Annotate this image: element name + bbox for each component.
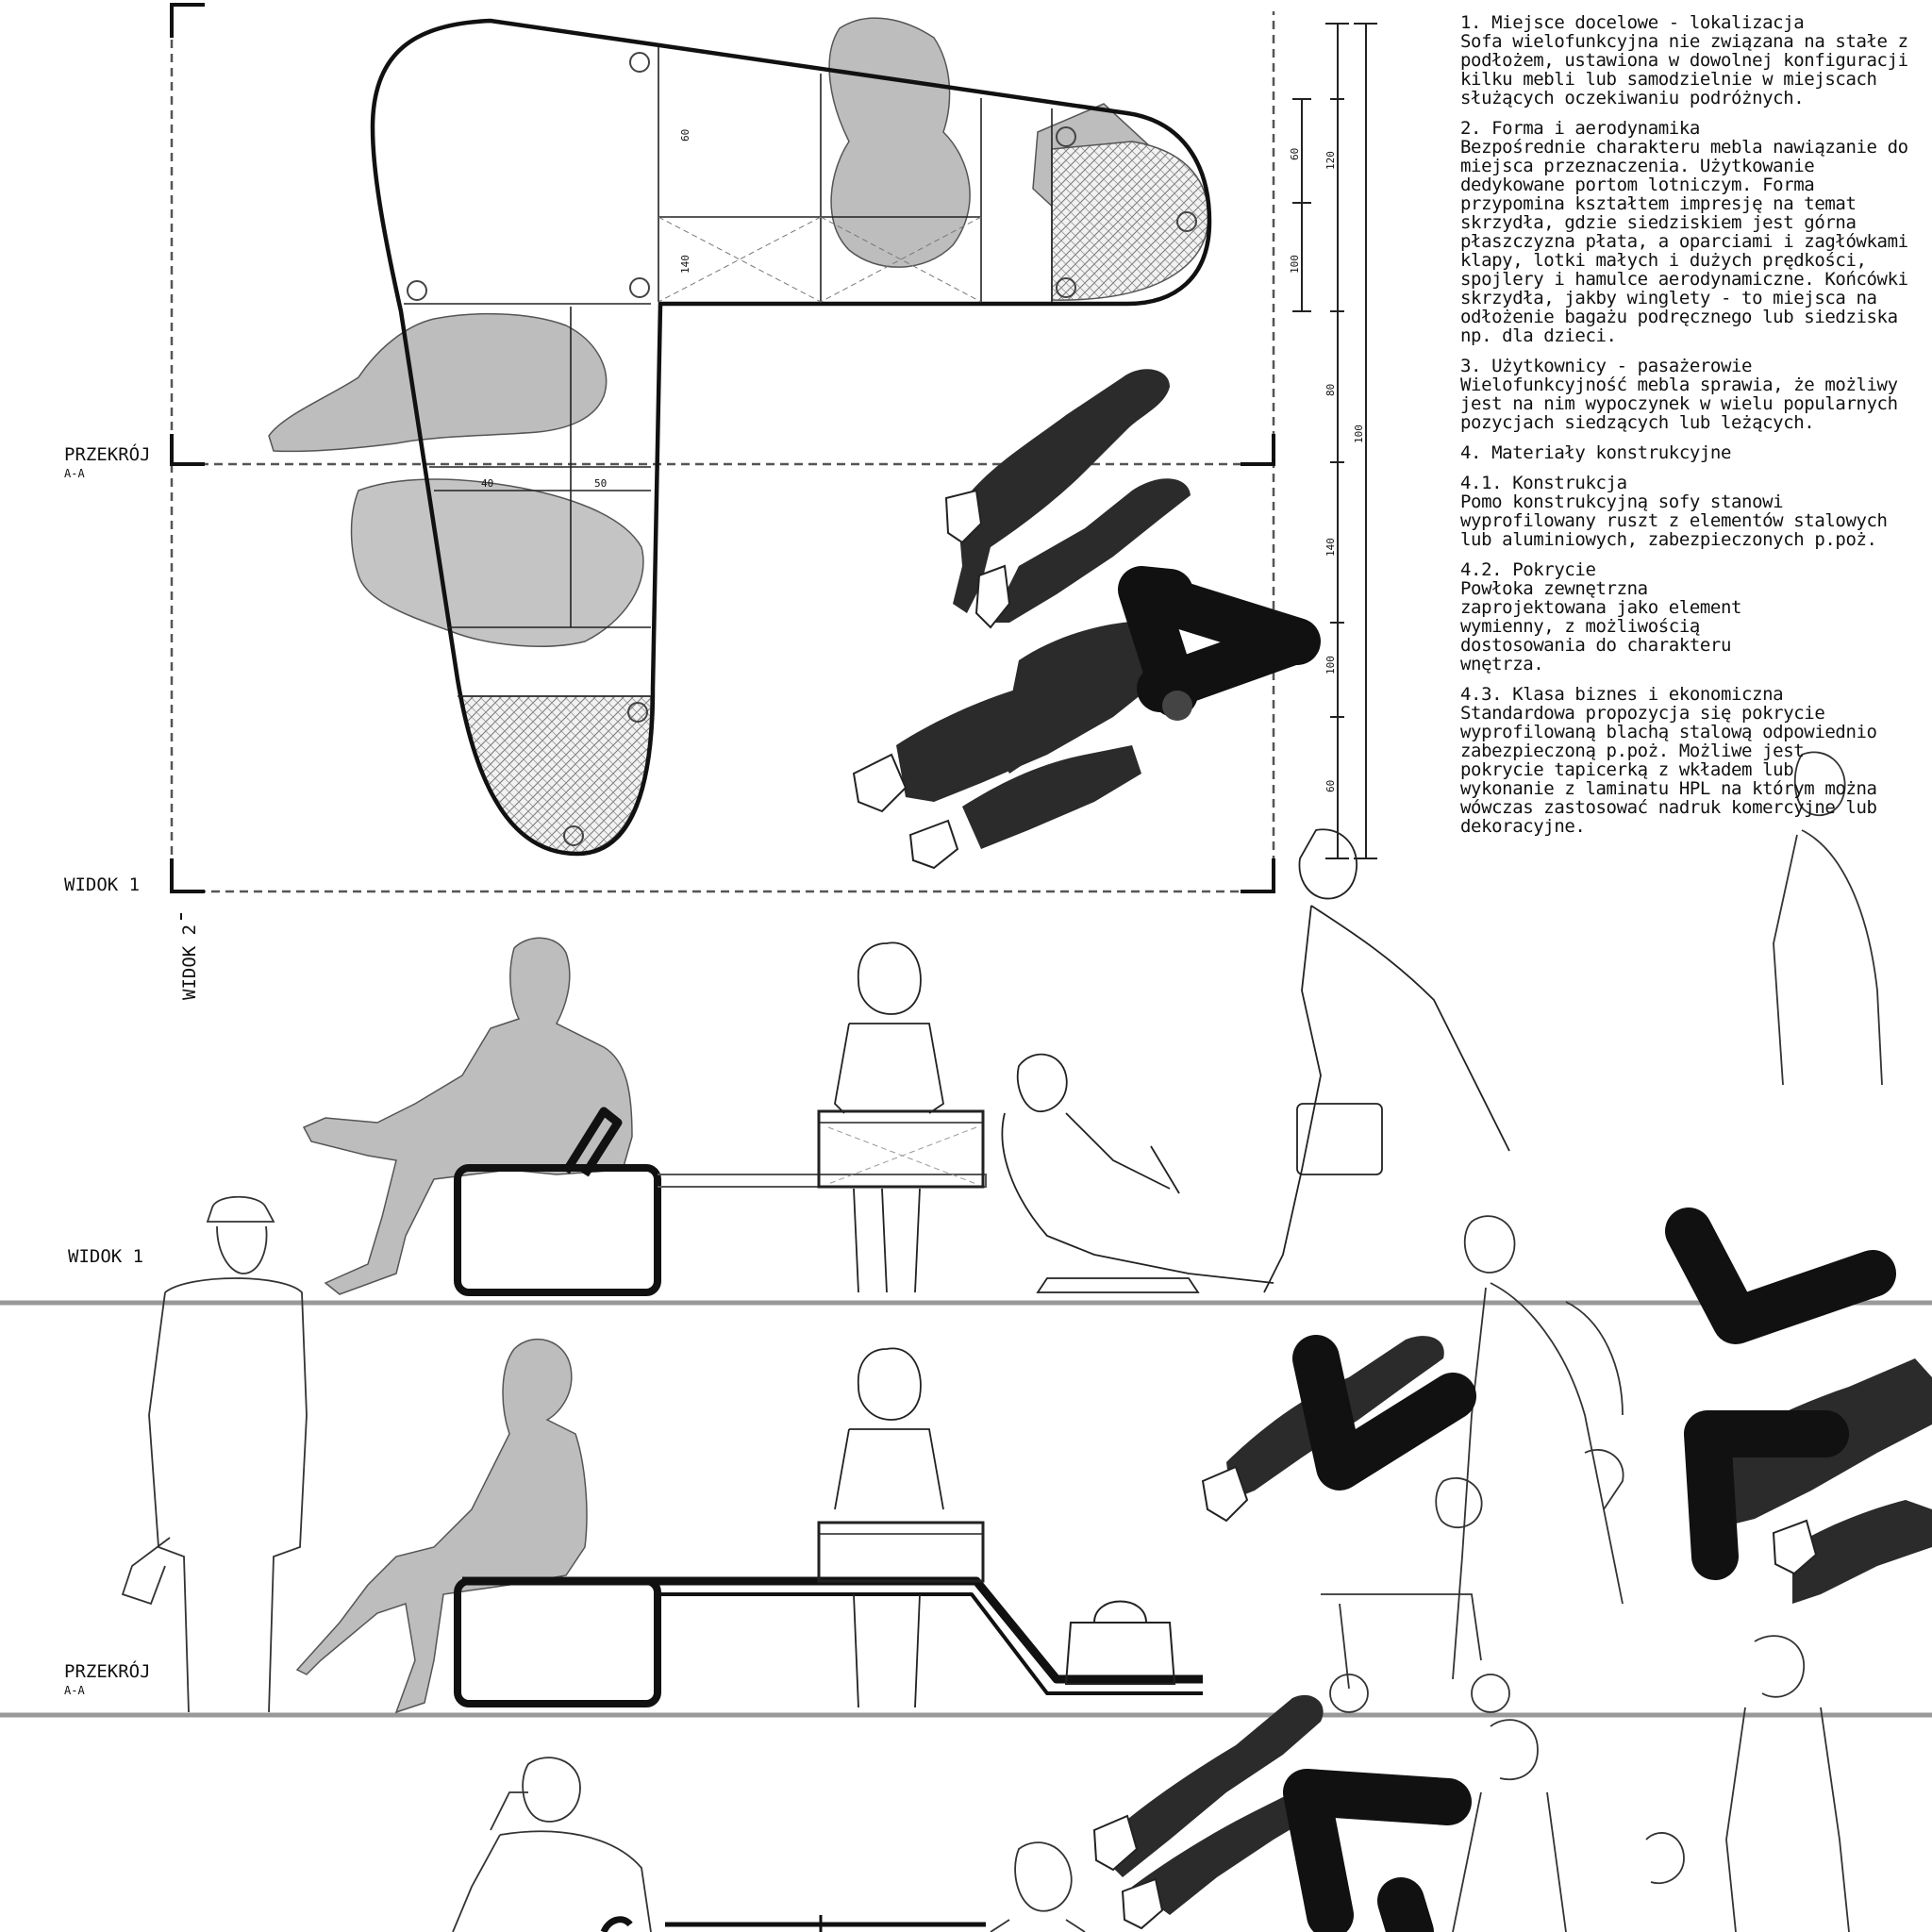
note-heading: 4.1. Konstrukcja (1460, 473, 1627, 493)
note-4-2: 4.2. Pokrycie Powłoka zewnętrzna zaproje… (1460, 560, 1772, 674)
elevation-view-3 (452, 1635, 1850, 1932)
dim-3: 100 (1289, 255, 1301, 274)
description-notes: 1. Miejsce docelowe - lokalizacja Sofa w… (1460, 13, 1927, 847)
note-body: Standardowa propozycja się pokrycie wypr… (1460, 703, 1877, 837)
dim-4: 80 (1324, 384, 1337, 396)
note-heading: 4.2. Pokrycie (1460, 559, 1596, 580)
sofa-outline-plan (370, 18, 1212, 857)
walking-people-silhouettes (896, 369, 1191, 849)
label-section-elev: PRZEKRÓJ (64, 1659, 151, 1682)
note-4-1: 4.1. Konstrukcja Pomo konstrukcyjną sofy… (1460, 474, 1927, 549)
dim-6: 140 (1324, 538, 1337, 557)
label-view-vertical: WIDOK 2 (179, 924, 200, 1000)
dim-1: 120 (1324, 151, 1337, 170)
note-body: Powłoka zewnętrzna zaprojektowana jako e… (1460, 578, 1742, 675)
plan-view: PRZEKRÓJ A-A WIDOK 1 WIDOK 2 120 60 100 … (64, 3, 1377, 1000)
note-heading: 4. Materiały konstrukcyjne (1460, 442, 1732, 463)
elevation-view-1: WIDOK 1 (0, 828, 1932, 1306)
note-body: Wielofunkcyjność mebla sprawia, że możli… (1460, 375, 1898, 433)
label-section-plan-sub: A-A (64, 467, 85, 480)
label-section-elev-sub: A-A (64, 1684, 85, 1697)
note-1: 1. Miejsce docelowe - lokalizacja Sofa w… (1460, 13, 1927, 108)
dim-12: 50 (594, 477, 607, 490)
dim-11: 40 (481, 477, 493, 490)
note-4: 4. Materiały konstrukcyjne (1460, 443, 1927, 462)
note-body: Sofa wielofunkcyjna nie związana na stał… (1460, 31, 1908, 108)
note-3: 3. Użytkownicy - pasażerowie Wielofunkcy… (1460, 357, 1927, 432)
reclining-figure-silhouette (268, 312, 608, 453)
label-view-plan: WIDOK 1 (64, 874, 140, 895)
dim-7: 100 (1324, 656, 1337, 675)
note-heading: 1. Miejsce docelowe - lokalizacja (1460, 12, 1805, 33)
note-body: Bezpośrednie charakteru mebla nawiązanie… (1460, 137, 1908, 346)
label-section-plan: PRZEKRÓJ (64, 442, 151, 465)
note-body: Pomo konstrukcyjną sofy stanowi wyprofil… (1460, 491, 1888, 550)
dim-9: 60 (679, 129, 691, 142)
note-4-3: 4.3. Klasa biznes i ekonomiczna Standard… (1460, 685, 1885, 836)
dim-5: 100 (1353, 425, 1365, 443)
note-2: 2. Forma i aerodynamika Bezpośrednie cha… (1460, 119, 1927, 345)
note-heading: 3. Użytkownicy - pasażerowie (1460, 356, 1753, 376)
elevation-view-2: PRZEKRÓJ A-A (0, 751, 1932, 1932)
note-heading: 4.3. Klasa biznes i ekonomiczna (1460, 684, 1784, 705)
label-view-side: WIDOK 1 (68, 1246, 143, 1267)
dim-10: 140 (679, 255, 691, 274)
note-heading: 2. Forma i aerodynamika (1460, 118, 1700, 139)
dim-2: 60 (1289, 148, 1301, 160)
dim-8: 60 (1324, 780, 1337, 792)
